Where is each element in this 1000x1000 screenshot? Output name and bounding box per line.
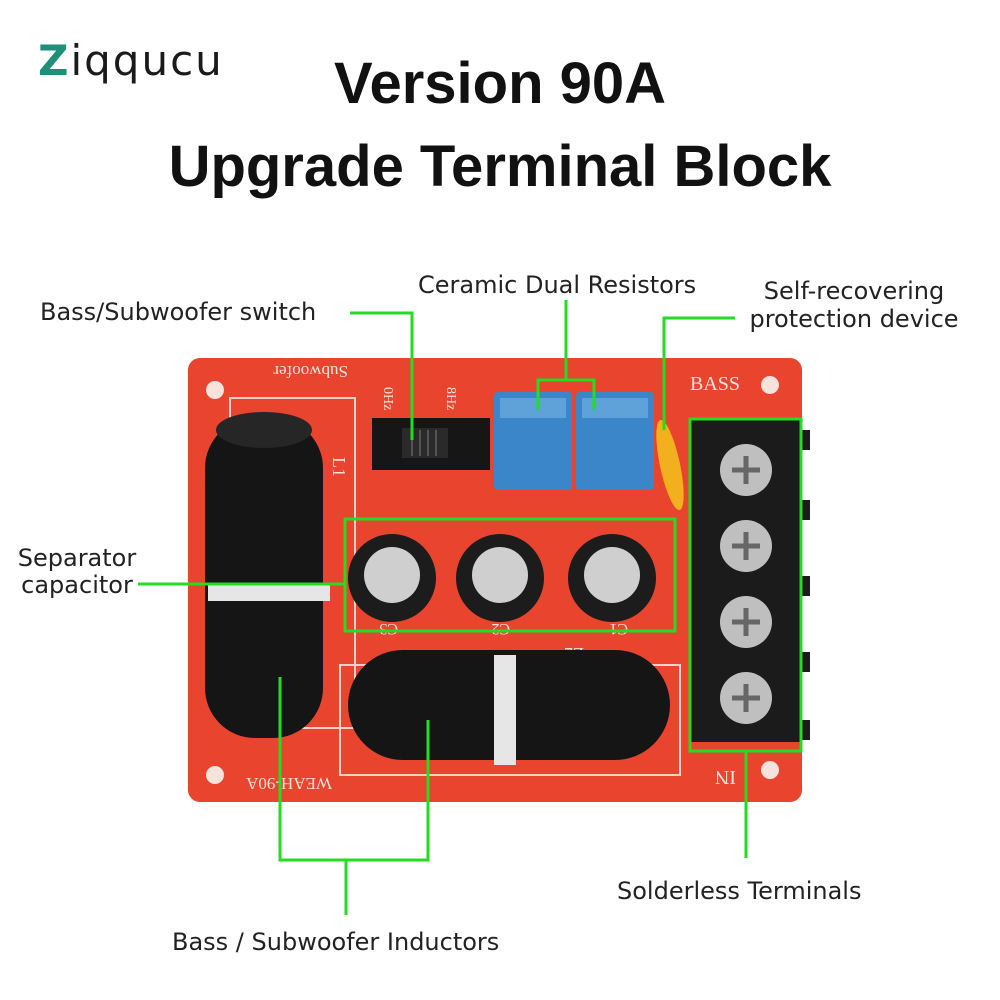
callout-box-capacitors [343, 517, 677, 633]
silk-c1: C1 [609, 620, 628, 637]
label-bass-switch: Bass/Subwoofer switch [40, 298, 317, 326]
mounting-hole [206, 381, 224, 399]
silk-l1: L1 [329, 457, 349, 477]
logo-initial: Z [38, 36, 71, 85]
silk-bass: BASS [690, 373, 740, 395]
label-protection-1: Self-recovering [763, 277, 945, 305]
headline-line-1: Version 90A [333, 51, 667, 116]
headline-line-2: Upgrade Terminal Block [168, 134, 832, 199]
ceramic-resistors [494, 392, 654, 490]
label-protection-2: protection device [749, 305, 959, 333]
slide-switch [372, 418, 490, 470]
silk-8hz: 8Hz [443, 387, 458, 410]
mounting-hole [761, 761, 779, 779]
silk-subwoofer: Subwoofer [273, 362, 348, 381]
inductor-l1 [205, 412, 330, 738]
silk-0hz: 0Hz [380, 387, 395, 410]
brand-logo: Ziqqucu [38, 36, 224, 85]
callout-line-protection [662, 316, 735, 430]
label-capacitor-1: Separator [17, 544, 137, 572]
logo-text: iqqucu [70, 36, 224, 85]
capacitors [348, 534, 656, 622]
callout-line-switch [350, 311, 414, 440]
inductor-l2 [348, 650, 670, 765]
callout-line-inductors [278, 677, 430, 915]
label-capacitor-2: capacitor [21, 571, 133, 599]
label-resistors: Ceramic Dual Resistors [418, 271, 697, 299]
label-inductors: Bass / Subwoofer Inductors [172, 928, 500, 956]
mounting-hole [761, 376, 779, 394]
silk-model: WEAH-90A [245, 774, 332, 793]
ptc-fuse [656, 419, 684, 511]
mounting-hole [206, 766, 224, 784]
silk-in: IN [715, 766, 736, 788]
silk-c3: C3 [379, 620, 398, 637]
callout-lines [138, 300, 803, 915]
callout-line-resistors [536, 300, 596, 410]
silk-c2: C2 [491, 620, 510, 637]
label-terminals: Solderless Terminals [617, 877, 862, 905]
terminal-block [690, 420, 810, 742]
